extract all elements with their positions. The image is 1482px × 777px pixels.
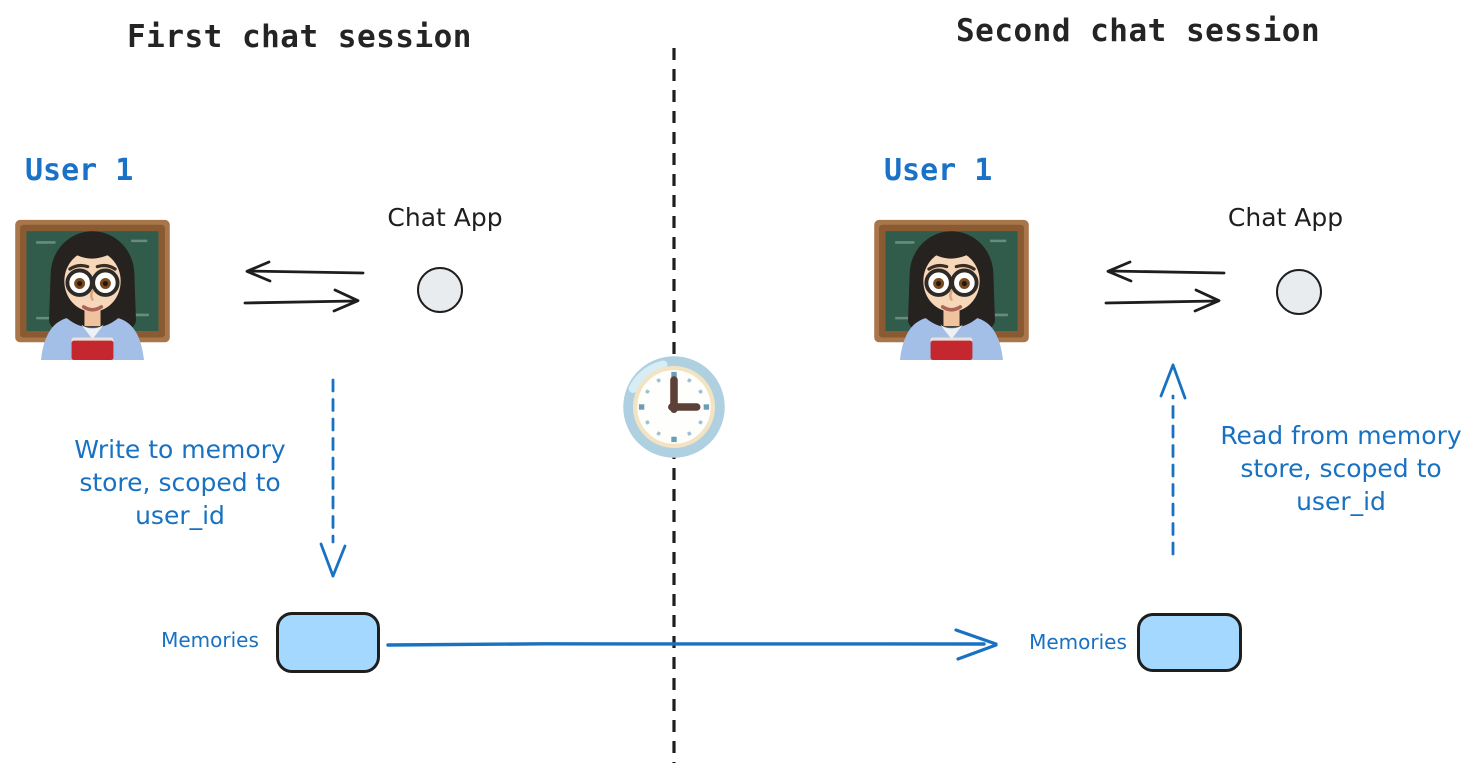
annotation-line: store, scoped to	[79, 468, 281, 497]
annotation-line: Read from memory	[1220, 421, 1462, 450]
chat-app-circle-icon	[1276, 269, 1322, 315]
exchange-arrows-icon	[233, 256, 373, 318]
chat-app-label-second-session: Chat App	[1227, 203, 1344, 232]
exchange-arrows-icon	[1094, 256, 1234, 318]
chat-app-circle-icon	[417, 267, 463, 313]
read-annotation: Read from memory store, scoped to user_i…	[1200, 419, 1482, 518]
memory-store-box-first-session	[276, 612, 380, 673]
memory-store-box-second-session	[1137, 613, 1242, 672]
write-annotation: Write to memory store, scoped to user_id	[30, 433, 330, 532]
annotation-line: user_id	[135, 501, 225, 530]
woman-teacher-emoji	[12, 199, 173, 360]
chat-app-label-first-session: Chat App	[387, 203, 503, 232]
memory-transfer-arrow	[386, 628, 998, 661]
user-label-second-session: User 1	[884, 153, 993, 188]
memories-label-second-session: Memories	[1029, 630, 1127, 654]
read-from-memory-arrow	[1159, 363, 1187, 556]
user-label-first-session: User 1	[25, 153, 134, 188]
annotation-line: user_id	[1296, 487, 1386, 516]
write-to-memory-arrow	[319, 378, 347, 578]
second-session-title: Second chat session	[956, 13, 1321, 49]
woman-teacher-emoji	[871, 199, 1032, 360]
annotation-line: store, scoped to	[1240, 454, 1442, 483]
annotation-line: Write to memory	[74, 435, 286, 464]
first-session-title: First chat session	[127, 19, 472, 55]
clock-icon	[620, 353, 728, 461]
memories-label-first-session: Memories	[161, 628, 259, 652]
